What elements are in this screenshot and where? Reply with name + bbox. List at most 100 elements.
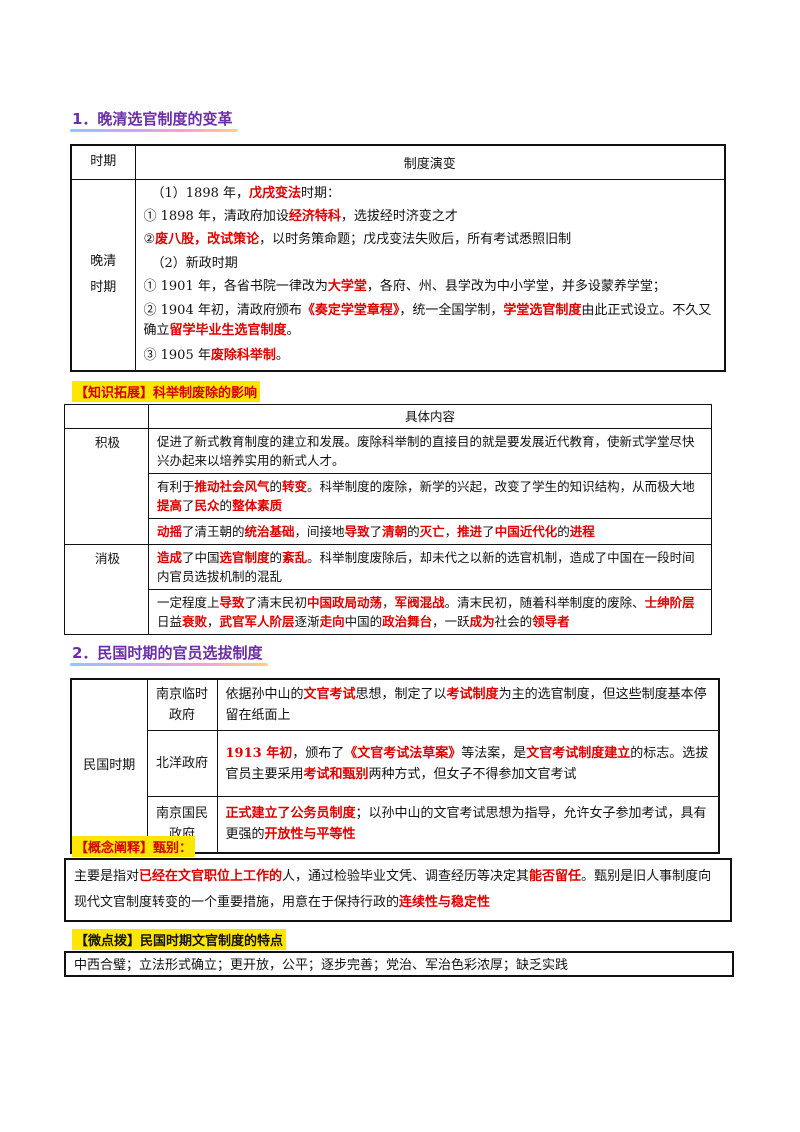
highlight-text: 正式建立了公务员制度	[225, 806, 356, 822]
text-segment: ，颁布了	[292, 745, 345, 761]
text-segment: 的	[269, 479, 283, 494]
highlight-text: 中国近代化	[494, 524, 558, 539]
highlight-text: 领导者	[532, 614, 570, 629]
micro-tip-tag: 【微点拨】民国时期文官制度的特点	[72, 929, 287, 950]
highlight-text: 提高	[157, 498, 183, 513]
positive-label: 积极	[64, 428, 149, 545]
text-segment: 两种方式，但女子不得参加文官考试	[368, 766, 577, 782]
highlight-text: 能否留任	[529, 869, 582, 884]
text-segment: ，选拔经时济变之才	[340, 208, 458, 224]
text-segment: ；以孙中山的文官考试思想为指导，允许女子参加考试，具有更强的	[225, 806, 707, 843]
highlight-text: 开放性与平等性	[264, 827, 356, 843]
highlight-text: 学堂选官制度	[503, 303, 582, 319]
text-segment: 的	[269, 550, 283, 565]
text-segment: ，间接地	[294, 524, 345, 539]
highlight-text: 衰败	[182, 614, 208, 629]
section2-title: 2．民国时期的官员选拔制度	[70, 642, 269, 666]
text-segment: 的	[557, 524, 570, 539]
gov-name: 北洋政府	[146, 730, 218, 797]
text-segment: ，	[444, 524, 458, 539]
negative-label: 消极	[64, 544, 149, 635]
text-segment: 逐渐	[294, 614, 320, 629]
text-segment: 。科举制度废除后，却未代之以新的选官机制，造成了中国在一段时间内官员选拔机制的混…	[157, 550, 695, 584]
highlight-text: 走向	[319, 614, 345, 629]
highlight-text: 文官考试制度建立	[526, 745, 631, 761]
content-line: ③ 1905 年废除科举制。	[144, 344, 717, 367]
text-segment: 日益	[157, 614, 183, 629]
text-segment: （2）新政时期	[151, 255, 238, 271]
text-segment: ③ 1905 年	[143, 348, 211, 364]
period-republic: 民国时期	[70, 678, 148, 853]
gov-desc: 1913 年初，颁布了《文官考试法草案》等法案，是文官考试制度建立的标志。选拔官…	[216, 730, 720, 797]
highlight-text: 清朝	[382, 524, 408, 539]
highlight-text: 留学毕业生选官制度	[169, 323, 287, 339]
gov-desc: 依据孙中山的文官考试思想，制定了以考试制度为主的选官制度，但这些制度基本停留在纸…	[216, 678, 720, 731]
concept-tag: 【概念阐释】甄别：	[72, 836, 196, 857]
highlight-text: 进程	[569, 524, 595, 539]
text-segment: （1）1898 年，	[151, 185, 250, 201]
highlight-text: 导致	[219, 595, 245, 610]
impact-row: 促进了新式教育制度的建立和发展。废除科举制的直接目的就是要发展近代教育，使新式学…	[148, 428, 712, 474]
text-segment: 的标志。选拔官员主要采用	[225, 745, 709, 782]
highlight-text: 转变	[282, 479, 308, 494]
highlight-text: 推动社会风气	[194, 479, 270, 494]
text-segment: 促进了新式教育制度的建立和发展。废除科举制的直接目的就是要发展近代教育，使新式学…	[157, 434, 695, 468]
text-segment: 。	[286, 323, 300, 339]
content-line: ② 1904 年初，清政府颁布《奏定学堂章程》，统一全国学制，学堂选官制度由此正…	[144, 298, 717, 344]
gov-name: 南京临时政府	[146, 678, 218, 731]
text-segment: 了	[482, 524, 495, 539]
late-qing-content: （1）1898 年，戊戌变法时期： ① 1898 年，清政府加设经济特科，选拔经…	[134, 178, 726, 372]
table-header-period: 时期	[70, 144, 136, 180]
section1-title: 1．晚清选官制度的变革	[70, 108, 239, 132]
text-segment: ① 1901 年，各省书院一律改为	[143, 279, 328, 295]
text-segment: 由此正式设立。不久又确立	[143, 303, 712, 339]
content-line: ②废八股，改试策论，以时务策命题；戊戌变法失败后，所有考试悉照旧制	[144, 228, 717, 251]
text-segment: ，	[382, 595, 395, 610]
highlight-text: 废除科举制	[210, 348, 276, 364]
highlight-text: 连续性与稳定性	[399, 895, 491, 910]
highlight-text: 考试和甄别	[303, 766, 369, 782]
knowledge-extension-tag: 【知识拓展】科举制废除的影响	[72, 381, 261, 402]
highlight-text: 灭亡	[419, 524, 445, 539]
highlight-text: 废八股，改试策论	[155, 232, 260, 248]
gov-desc: 正式建立了公务员制度；以孙中山的文官考试思想为指导，允许女子参加考试，具有更强的…	[216, 796, 720, 853]
period-late-qing: 晚清时期	[70, 178, 136, 372]
highlight-text: 考试制度	[446, 687, 499, 702]
concept-box: 主要是指对已经在文官职位上工作的人，通过检验毕业文凭、调查经历等决定其能否留任。…	[64, 858, 732, 922]
highlight-text: 整体素质	[232, 498, 283, 513]
text-segment: 时期：	[301, 185, 341, 201]
highlight-text: 大学堂	[327, 279, 367, 295]
content-line: ① 1901 年，各省书院一律改为大学堂，各府、州、县学改为中小学堂，并多设蒙养…	[144, 275, 717, 298]
text-segment: ，以时务策命题；戊戌变法失败后，所有考试悉照旧制	[259, 232, 572, 248]
highlight-text: 《文官考试法草案》	[344, 745, 462, 761]
text-segment: 社会的	[494, 614, 533, 629]
highlight-text: 选官制度	[219, 550, 270, 565]
text-segment: 有利于	[157, 479, 195, 494]
text-segment: 了	[369, 524, 383, 539]
highlight-text: 已经在文官职位上工作的	[139, 869, 283, 884]
text-segment: 了中国	[182, 550, 220, 565]
text-segment: ，	[207, 614, 220, 629]
highlight-text: 1913 年初	[225, 745, 293, 761]
text-segment: 为主的选官制度，但这些制度基本停留在纸面上	[225, 687, 707, 723]
text-segment: ② 1904 年初，清政府颁布	[143, 303, 302, 319]
text-segment: 。科举制度的废除，新学的兴起，改变了学生的知识结构，从而极大地	[307, 479, 695, 494]
highlight-text: 推进	[457, 524, 483, 539]
text-segment: 等法案，是	[461, 745, 527, 761]
highlight-text: 中国政局动荡	[307, 595, 383, 610]
text-segment: 一定程度上	[157, 595, 220, 610]
highlight-text: 戊戌变法	[249, 185, 302, 201]
text-segment: ，各府、州、县学改为中小学堂，并多设蒙养学堂；	[366, 279, 666, 295]
text-segment: 人，通过检验毕业文凭、调查经历等决定其	[282, 869, 530, 884]
text-segment: 。甄别是旧人事制度向现代文官制度转变的一个重要措施，用意在于保持行政的	[74, 869, 712, 910]
highlight-text: 士绅阶层	[644, 595, 695, 610]
text-segment: ① 1898 年，清政府加设	[143, 208, 289, 224]
content-line: （1）1898 年，戊戌变法时期：	[144, 182, 717, 205]
impact-row: 有利于推动社会风气的转变。科举制度的废除，新学的兴起，改变了学生的知识结构，从而…	[148, 473, 712, 519]
highlight-text: 造成	[157, 550, 183, 565]
text-segment: ，一跃	[432, 614, 470, 629]
republic-table: 民国时期 南京临时政府 依据孙中山的文官考试思想，制定了以考试制度为主的选官制度…	[70, 678, 720, 854]
text-segment: ②	[143, 232, 156, 248]
text-segment: 了	[182, 498, 195, 513]
impact-row: 一定程度上导致了清末民初中国政局动荡，军阀混战。清末民初，随着科举制度的废除、士…	[148, 589, 712, 635]
